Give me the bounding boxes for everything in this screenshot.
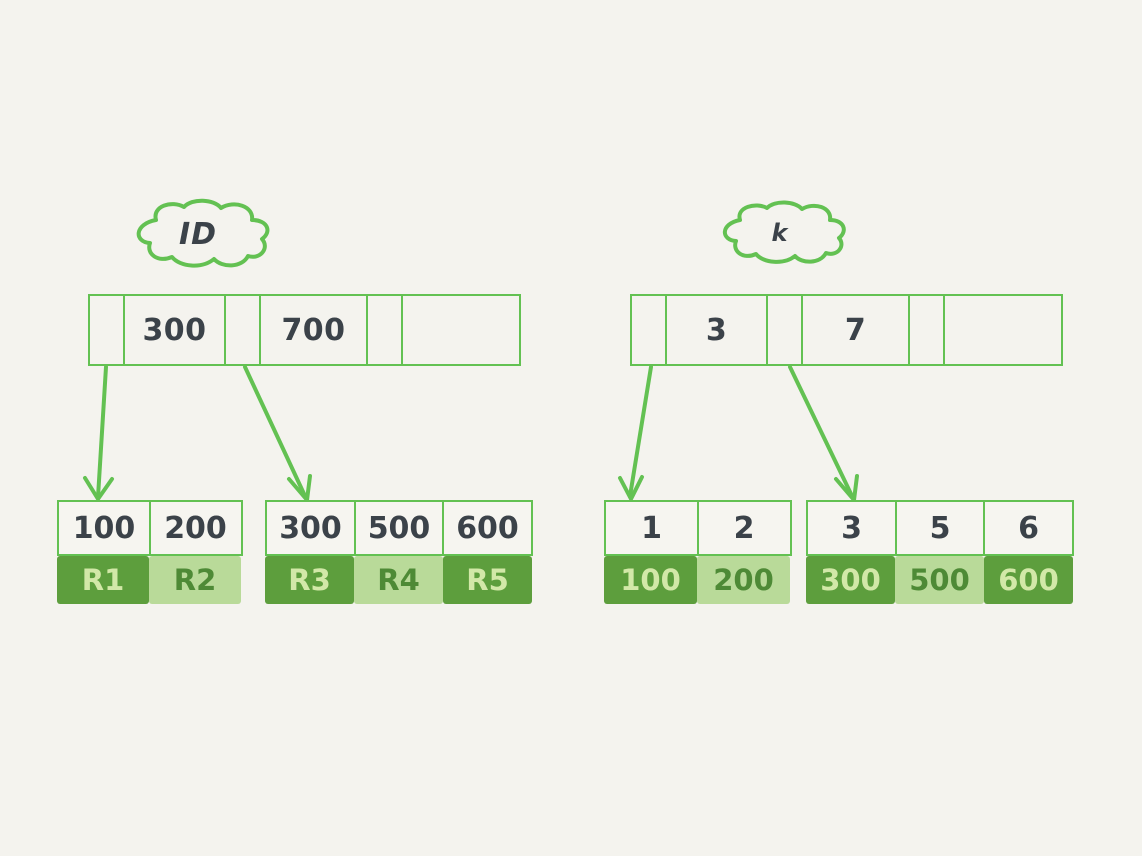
leaf-k-1-key-1: 2 [696,500,792,556]
arrow-id-root-to-leaf2 [243,365,312,502]
cloud-label-k: k [710,200,850,266]
leaf-id-2-key-2: 600 [442,500,533,556]
leaf-k-2-key-1: 5 [894,500,986,556]
root-k-empty [942,294,1063,366]
leaf-k-1-value-1: 200 [697,556,790,604]
leaf-k-2-key-2: 6 [983,500,1074,556]
leaf-k-1-key-0: 1 [604,500,699,556]
arrow-id-root-to-leaf1 [83,365,114,501]
leaf-node-id-1: 100 200 R1 R2 [57,500,243,604]
cloud-label-id: ID [122,198,274,270]
leaf-id-2-key-1: 500 [353,500,445,556]
arrow-id-root-k-to-leaf4 [788,365,859,502]
leaf-id-1-keys: 100 200 [57,500,243,556]
leaf-node-k-1: 1 2 100 200 [604,500,792,604]
root-id-pointer-1[interactable] [224,294,261,366]
root-k-pointer-0[interactable] [630,294,667,366]
root-id-pointer-0[interactable] [88,294,125,366]
leaf-id-2-keys: 300 500 600 [265,500,535,556]
leaf-node-id-2: 300 500 600 R3 R4 R5 [265,500,535,604]
root-k-pointer-1[interactable] [766,294,803,366]
leaf-id-2-value-1: R4 [354,556,443,604]
leaf-id-1-values: R1 R2 [57,556,241,604]
leaf-id-2-key-0: 300 [265,500,356,556]
root-id-key-300: 300 [122,294,227,366]
leaf-k-2-values: 300 500 600 [806,556,1077,604]
leaf-id-1-key-1: 200 [148,500,243,556]
arrow-id-root-k-to-leaf3 [618,365,653,501]
leaf-k-1-values: 100 200 [604,556,790,604]
leaf-id-1-value-0: R1 [57,556,149,604]
root-node-id: 300 700 [88,294,521,366]
leaf-id-2-value-2: R5 [443,556,532,604]
leaf-k-1-keys: 1 2 [604,500,792,556]
root-node-k: 3 7 [630,294,1063,366]
root-k-key-3: 3 [664,294,769,366]
root-id-key-700: 700 [258,294,369,366]
leaf-id-1-value-1: R2 [149,556,241,604]
leaf-k-2-value-2: 600 [984,556,1073,604]
leaf-id-1-key-0: 100 [57,500,151,556]
root-k-key-7: 7 [800,294,911,366]
leaf-k-2-key-0: 3 [806,500,897,556]
leaf-k-2-keys: 3 5 6 [806,500,1077,556]
leaf-k-2-value-1: 500 [895,556,984,604]
leaf-id-2-value-0: R3 [265,556,354,604]
root-k-pointer-2[interactable] [908,294,945,366]
root-id-empty [400,294,521,366]
leaf-node-k-2: 3 5 6 300 500 600 [806,500,1077,604]
leaf-id-2-values: R3 R4 R5 [265,556,535,604]
leaf-k-2-value-0: 300 [806,556,895,604]
root-id-pointer-2[interactable] [366,294,403,366]
leaf-k-1-value-0: 100 [604,556,697,604]
